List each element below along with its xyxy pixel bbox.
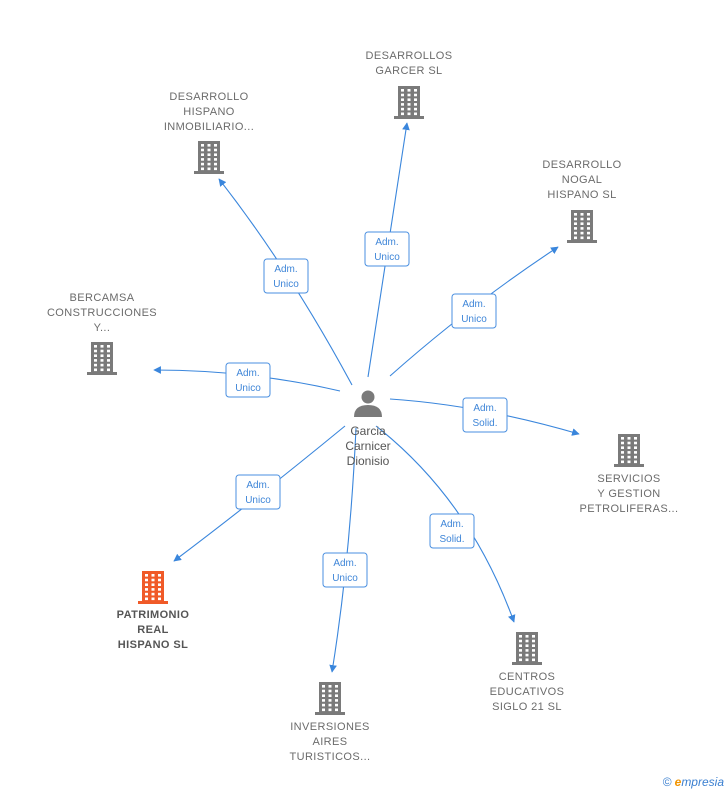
edge-label-frame — [235, 474, 281, 510]
edge-label-text: Solid. — [472, 418, 497, 429]
company-node-centros[interactable]: CENTROS EDUCATIVOS SIGLO 21 SL — [490, 632, 565, 713]
company-name-line: INMOBILIARIO... — [164, 121, 254, 133]
building-icon — [394, 86, 424, 119]
edge-label-text: Adm. — [462, 299, 485, 310]
company-name-line: EDUCATIVOS — [490, 686, 565, 698]
building-icon — [138, 571, 168, 604]
edge-label-frame — [451, 293, 497, 329]
company-name-line: Y... — [94, 322, 111, 334]
person-icon — [354, 390, 382, 417]
edge-label-text: Adm. — [473, 403, 496, 414]
company-node-inversiones[interactable]: INVERSIONES AIRES TURISTICOS... — [290, 682, 371, 763]
company-name-line: SERVICIOS — [597, 473, 660, 485]
edge-label-text: Unico — [273, 279, 299, 290]
building-icon — [87, 342, 117, 375]
edge-label-box[interactable]: Adm. Solid. — [429, 513, 475, 549]
building-icon — [194, 141, 224, 174]
company-name-line: HISPANO — [183, 106, 235, 118]
edge-centros: Adm. Solid. — [375, 425, 516, 623]
edge-desarrollos-garcer: Adm. Unico — [364, 122, 410, 378]
company-name-line: Y GESTION — [597, 488, 660, 500]
edge-label-frame — [429, 513, 475, 549]
edge-desarrollo-hispano: Adm. Unico — [218, 178, 353, 386]
edge-label-text: Unico — [374, 252, 400, 263]
person-name-line: Carnicer — [345, 439, 390, 453]
company-name-line: DESARROLLOS — [366, 50, 453, 62]
company-name-line: NOGAL — [562, 174, 603, 186]
edge-label-text: Adm. — [246, 480, 269, 491]
brand-logo-text: mpresia — [681, 775, 724, 789]
edge-label-box[interactable]: Adm. Unico — [263, 258, 309, 294]
edge-label-text: Adm. — [236, 368, 259, 379]
person-name-line: Garcia — [350, 424, 386, 438]
edge-label-text: Adm. — [333, 558, 356, 569]
company-name-line: CONSTRUCCIONES — [47, 307, 157, 319]
edge-label-text: Adm. — [274, 264, 297, 275]
company-name-line: BERCAMSA — [70, 292, 135, 304]
edge-label-box[interactable]: Adm. Unico — [225, 362, 271, 398]
company-name-line: INVERSIONES — [290, 721, 370, 733]
brand-logo-e: e — [674, 775, 682, 789]
company-name-line: DESARROLLO — [169, 91, 248, 103]
edge-label-box[interactable]: Adm. Unico — [322, 552, 368, 588]
company-name-line: PETROLIFERAS... — [580, 503, 679, 515]
building-icon — [567, 210, 597, 243]
building-icon — [614, 434, 644, 467]
edge-label-box[interactable]: Adm. Unico — [235, 474, 281, 510]
edge-label-box[interactable]: Adm. Unico — [364, 231, 410, 267]
edge-label-text: Solid. — [439, 534, 464, 545]
edge-label-frame — [322, 552, 368, 588]
company-name-line: AIRES — [312, 736, 347, 748]
company-name-line: GARCER SL — [375, 65, 442, 77]
company-name-line: PATRIMONIO — [117, 609, 190, 621]
company-name-line: SIGLO 21 SL — [492, 701, 562, 713]
edge-label-box[interactable]: Adm. Unico — [451, 293, 497, 329]
company-node-desarrollo-nogal[interactable]: DESARROLLO NOGAL HISPANO SL — [542, 159, 621, 243]
edge-line — [375, 425, 516, 623]
edge-servicios: Adm. Solid. — [389, 397, 580, 436]
company-node-patrimonio[interactable]: PATRIMONIO REAL HISPANO SL — [117, 571, 190, 651]
edge-label-frame — [364, 231, 410, 267]
edge-label-text: Unico — [332, 573, 358, 584]
edge-label-text: Unico — [245, 495, 271, 506]
edge-label-text: Adm. — [440, 519, 463, 530]
building-icon — [315, 682, 345, 715]
company-name-line: REAL — [137, 624, 169, 636]
copyright-icon: © — [662, 775, 672, 789]
company-name-line: DESARROLLO — [542, 159, 621, 171]
company-node-desarrollo-hispano[interactable]: DESARROLLO HISPANO INMOBILIARIO... — [164, 91, 254, 174]
company-name-line: HISPANO SL — [547, 189, 616, 201]
company-name-line: CENTROS — [499, 671, 556, 683]
edge-desarrollo-nogal: Adm. Unico — [389, 246, 559, 377]
edge-label-box[interactable]: Adm. Solid. — [462, 397, 508, 433]
edge-label-text: Unico — [461, 314, 487, 325]
edge-label-text: Adm. — [375, 237, 398, 248]
edge-label-frame — [462, 397, 508, 433]
company-node-desarrollos-garcer[interactable]: DESARROLLOS GARCER SL — [366, 50, 453, 119]
edge-patrimonio: Adm. Unico — [173, 425, 346, 562]
person-name-line: Dionisio — [347, 454, 390, 468]
company-node-servicios[interactable]: SERVICIOS Y GESTION PETROLIFERAS... — [580, 434, 679, 515]
company-name-line: TURISTICOS... — [290, 751, 371, 763]
company-name-line: HISPANO SL — [118, 639, 188, 651]
edge-label-frame — [225, 362, 271, 398]
edge-bercamsa: Adm. Unico — [153, 362, 341, 398]
edge-label-frame — [263, 258, 309, 294]
brand-footer: ©empresia — [663, 775, 724, 789]
edge-label-text: Unico — [235, 383, 261, 394]
building-icon — [512, 632, 542, 665]
edge-inversiones: Adm. Unico — [322, 427, 368, 673]
company-node-bercamsa[interactable]: BERCAMSA CONSTRUCCIONES Y... — [47, 292, 157, 375]
